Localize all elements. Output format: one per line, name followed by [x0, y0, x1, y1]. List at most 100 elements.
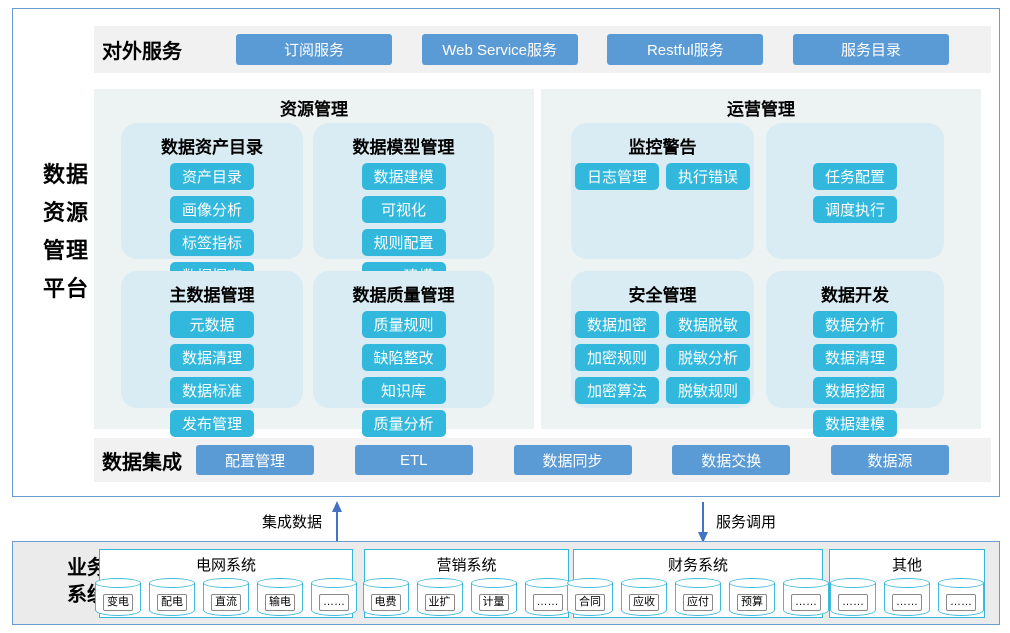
cylinder-top	[95, 578, 141, 588]
database-cylinder-icon: 业扩	[416, 578, 463, 616]
business-title-line: 业务	[67, 557, 107, 579]
cylinder-top	[416, 578, 463, 588]
database-label: ……	[791, 594, 821, 611]
database-label: ……	[838, 594, 868, 611]
database-cylinder-icon: 应付	[675, 578, 721, 616]
resource-management-panel: 资源管理 数据资产目录 资产目录 画像分析 标签指标 数据探查 智能洞察 数据模…	[94, 89, 534, 437]
database-label: 业扩	[424, 594, 455, 611]
database-label: 预算	[737, 594, 767, 611]
cylinder-top	[783, 578, 829, 588]
platform-title-line: 管理	[42, 238, 89, 263]
database-cylinder-icon: ……	[311, 578, 357, 616]
platform-title-line: 平台	[42, 276, 89, 301]
module-group-title: 数据开发	[821, 286, 889, 305]
service-button: 服务目录	[792, 34, 949, 65]
cylinder-top	[621, 578, 667, 588]
cylinder-top	[470, 578, 517, 588]
database-cylinder-icon: ……	[524, 578, 571, 616]
database-row: 合同 应收 应付 预算 ……	[567, 578, 829, 616]
database-cylinder-icon: 计量	[470, 578, 517, 616]
cylinder-top	[567, 578, 613, 588]
service-button: Restful服务	[607, 34, 764, 65]
data-integration-buttons: 配置管理 ETL 数据同步 数据交换 数据源	[196, 445, 949, 475]
module-chip: 质量分析	[361, 410, 446, 437]
module-group: 安全管理 数据加密 数据脱敏 加密规则 脱敏分析 加密算法 脱敏规则	[571, 271, 754, 408]
database-row: 电费 业扩 计量 ……	[362, 578, 571, 616]
service-button: Web Service服务	[421, 34, 578, 65]
cylinder-top	[675, 578, 721, 588]
module-chip: 数据挖掘	[813, 377, 897, 404]
module-chip: 脱敏规则	[666, 377, 750, 404]
integration-button: 数据源	[831, 445, 949, 475]
module-group-title: 数据质量管理	[352, 286, 455, 305]
module-chip-grid: 数据加密 数据脱敏 加密规则 脱敏分析 加密算法 脱敏规则	[571, 303, 754, 404]
database-label: ……	[892, 594, 922, 611]
cylinder-top	[149, 578, 195, 588]
cylinder-top	[203, 578, 249, 588]
module-chip-grid: 数据建模 可视化 规则配置 DDL建模	[313, 155, 494, 289]
database-label: 电费	[370, 594, 401, 611]
cylinder-top	[729, 578, 775, 588]
module-chip: 任务配置	[813, 163, 897, 190]
module-group: 任务配置 调度执行	[766, 123, 944, 259]
data-integration-label: 数据集成	[102, 451, 182, 474]
database-cylinder-icon: ……	[783, 578, 829, 616]
platform-panel: 数据 资源 管理 平台 对外服务 订阅服务 Web Service服务 Rest…	[12, 8, 1000, 497]
cylinder-top	[362, 578, 409, 588]
module-group-title: 数据模型管理	[352, 138, 455, 157]
database-label: 合同	[575, 594, 605, 611]
database-label: 直流	[211, 594, 241, 611]
database-cylinder-icon: ……	[830, 578, 876, 616]
module-chip: 元数据	[170, 311, 254, 338]
database-cylinder-icon: ……	[938, 578, 984, 616]
database-cylinder-icon: 直流	[203, 578, 249, 616]
integration-button: 配置管理	[196, 445, 314, 475]
database-cylinder-icon: 预算	[729, 578, 775, 616]
platform-title-line: 资源	[42, 200, 89, 225]
database-label: ……	[319, 594, 349, 611]
database-label: 变电	[103, 594, 133, 611]
arrow-down-icon	[698, 502, 708, 543]
module-chip: 数据清理	[170, 344, 254, 371]
module-group: 主数据管理 元数据 数据清理 数据标准 发布管理	[121, 271, 303, 437]
service-button: 订阅服务	[236, 34, 392, 65]
module-group: 数据资产目录 资产目录 画像分析 标签指标 数据探查 智能洞察	[121, 123, 303, 355]
database-label: 计量	[478, 594, 509, 611]
module-chip: 数据加密	[575, 311, 659, 338]
database-label: 应收	[629, 594, 659, 611]
module-chip: 日志管理	[575, 163, 659, 190]
external-services-row: 对外服务 订阅服务 Web Service服务 Restful服务 服务目录	[94, 26, 991, 73]
module-chip: 标签指标	[170, 229, 254, 256]
module-chip-grid: 质量规则 缺陷整改 知识库 质量分析	[313, 303, 494, 437]
integration-flow-label: 集成数据	[262, 514, 323, 531]
module-group: 数据质量管理 质量规则 缺陷整改 知识库 质量分析	[313, 271, 494, 437]
module-chip: 质量规则	[361, 311, 446, 338]
integration-button: 数据同步	[513, 445, 632, 475]
module-group-title: 监控警告	[628, 138, 697, 157]
business-systems-panel: 业务 系统 电网系统 变电 配电 直流 输电	[12, 541, 1000, 625]
module-chip: 执行错误	[666, 163, 750, 190]
database-label: ……	[946, 594, 976, 611]
module-chip: 知识库	[361, 377, 446, 404]
cylinder-top	[884, 578, 930, 588]
database-cylinder-icon: 输电	[257, 578, 303, 616]
module-chip-grid: 数据分析 数据清理 数据挖掘 数据建模	[766, 303, 944, 437]
module-chip: 数据分析	[813, 311, 897, 338]
database-cylinder-icon: 配电	[149, 578, 195, 616]
module-group: 数据开发 数据分析 数据清理 数据挖掘 数据建模	[766, 271, 944, 437]
arrow-up-icon	[332, 501, 342, 542]
database-label: 输电	[265, 594, 295, 611]
module-chip: 调度执行	[813, 196, 897, 223]
service-call-label: 服务调用	[716, 514, 777, 531]
module-group-title: 主数据管理	[169, 286, 255, 305]
database-label: 配电	[157, 594, 187, 611]
module-chip: 可视化	[361, 196, 446, 223]
database-cylinder-icon: 应收	[621, 578, 667, 616]
module-chip: 缺陷整改	[361, 344, 446, 371]
database-cylinder-icon: 电费	[362, 578, 409, 616]
system-box-title: 其他	[891, 557, 922, 574]
module-group: 监控警告 日志管理 执行错误	[571, 123, 754, 259]
module-group-title: 数据资产目录	[161, 138, 263, 157]
module-chip: 画像分析	[170, 196, 254, 223]
database-cylinder-icon: 合同	[567, 578, 613, 616]
